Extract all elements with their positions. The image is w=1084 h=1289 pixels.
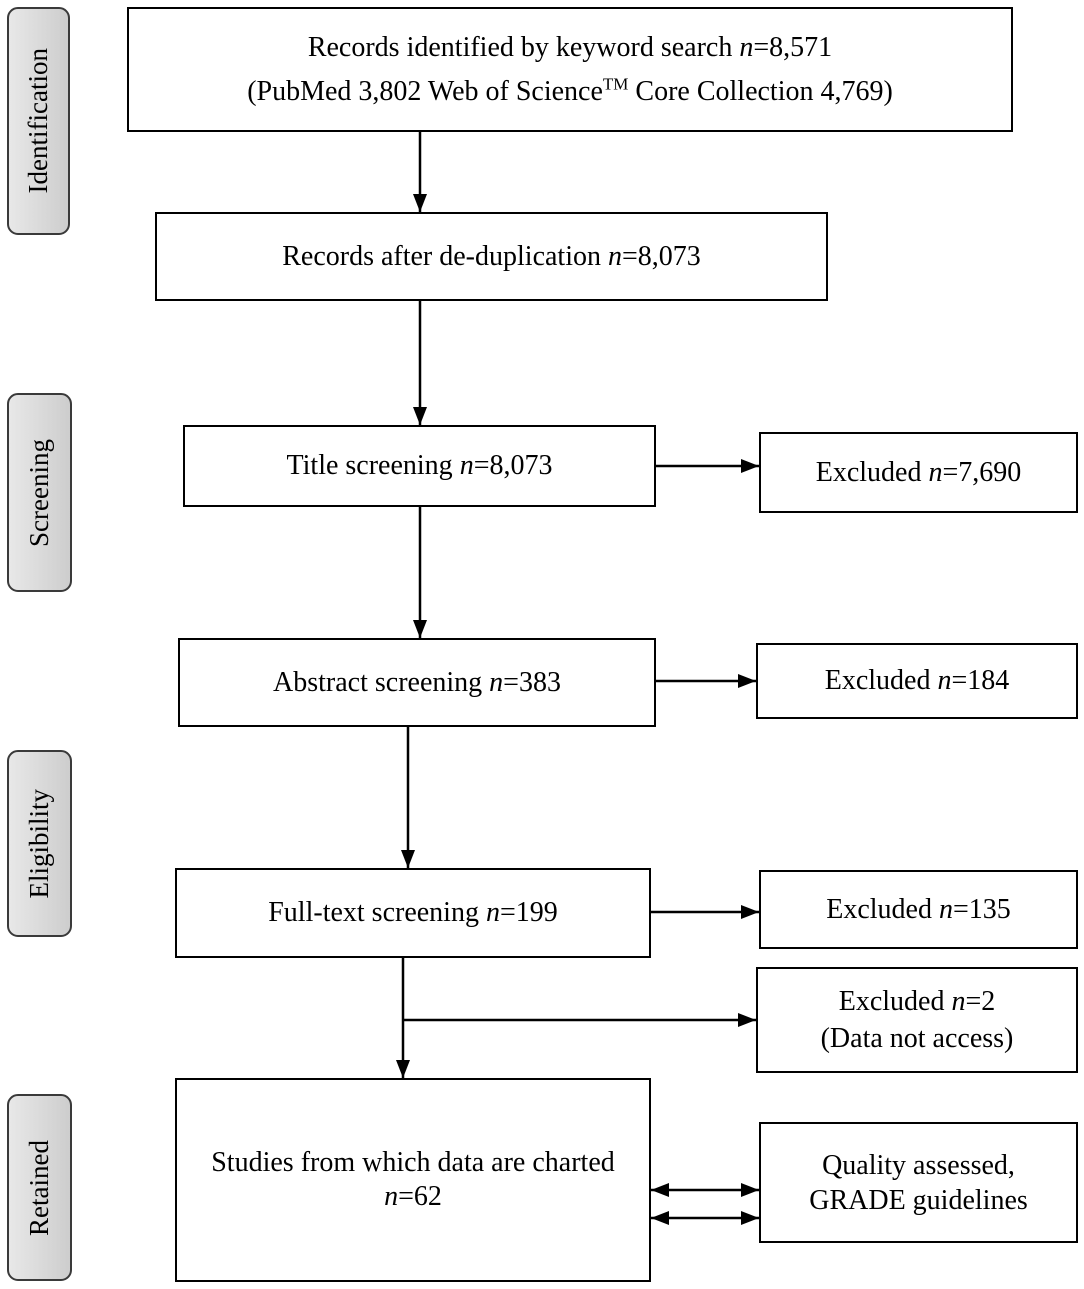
title-screening-label: Title screening bbox=[286, 450, 460, 481]
deduplication-line: Records after de-duplication n=8,073 bbox=[282, 239, 701, 275]
fulltext-excluded-line: Excluded n=135 bbox=[826, 892, 1011, 928]
deduplication-label: Records after de-duplication bbox=[282, 240, 608, 272]
records-identified-count-line: Records identified by keyword search n=8… bbox=[308, 26, 832, 70]
n-symbol: n bbox=[489, 666, 504, 698]
quality-assessment-line-2: GRADE guidelines bbox=[809, 1184, 1028, 1216]
quality-assessment-line-1: Quality assessed, bbox=[822, 1149, 1015, 1181]
fulltext-screening-box: Full-text screening n=199 bbox=[175, 868, 651, 958]
title-screening-line: Title screening n=8,073 bbox=[287, 448, 553, 484]
access-excluded-box: Excluded n=2 (Data not access) bbox=[756, 967, 1078, 1073]
fulltext-screening-label: Full-text screening bbox=[268, 897, 486, 928]
title-excluded-line: Excluded n=7,690 bbox=[816, 455, 1022, 491]
abstract-screening-count: =383 bbox=[503, 666, 561, 698]
records-identified-count: =8,571 bbox=[753, 31, 833, 63]
stage-retained: Retained bbox=[7, 1094, 72, 1281]
abstract-excluded-box: Excluded n=184 bbox=[756, 643, 1078, 719]
sources-suffix: Core Collection 4,769) bbox=[628, 75, 893, 107]
n-symbol: n bbox=[938, 893, 953, 925]
n-symbol: n bbox=[739, 31, 754, 63]
deduplication-count: =8,073 bbox=[621, 240, 701, 272]
abstract-excluded-line: Excluded n=184 bbox=[825, 663, 1010, 699]
access-excluded-label: Excluded bbox=[838, 986, 952, 1017]
n-symbol: n bbox=[384, 1181, 399, 1212]
stage-identification: Identification bbox=[7, 7, 70, 235]
stage-eligibility: Eligibility bbox=[7, 750, 72, 937]
abstract-screening-line: Abstract screening n=383 bbox=[273, 665, 561, 701]
abstract-screening-label: Abstract screening bbox=[273, 666, 490, 698]
records-identified-label: Records identified by keyword search bbox=[307, 31, 740, 63]
n-symbol: n bbox=[485, 897, 500, 928]
records-identified-sources-line: (PubMed 3,802 Web of ScienceTM Core Coll… bbox=[247, 70, 893, 114]
fulltext-excluded-box: Excluded n=135 bbox=[759, 870, 1078, 949]
title-screening-box: Title screening n=8,073 bbox=[183, 425, 656, 507]
charted-studies-label: Studies from which data are charted bbox=[211, 1147, 615, 1178]
title-excluded-box: Excluded n=7,690 bbox=[759, 432, 1078, 513]
deduplication-box: Records after de-duplication n=8,073 bbox=[155, 212, 828, 301]
title-excluded-label: Excluded bbox=[815, 456, 929, 488]
charted-studies-box: Studies from which data are charted n=62 bbox=[175, 1078, 651, 1282]
charted-studies-count: =62 bbox=[398, 1181, 442, 1212]
charted-studies-count-line: n=62 bbox=[384, 1180, 442, 1214]
fulltext-screening-line: Full-text screening n=199 bbox=[268, 895, 558, 931]
abstract-excluded-count: =184 bbox=[951, 665, 1010, 696]
sources-prefix: (PubMed 3,802 Web of Science bbox=[247, 75, 603, 107]
n-symbol: n bbox=[607, 240, 622, 272]
n-symbol: n bbox=[928, 456, 943, 488]
fulltext-screening-count: =199 bbox=[499, 897, 558, 928]
title-excluded-count: =7,690 bbox=[942, 456, 1022, 488]
fulltext-excluded-label: Excluded bbox=[826, 893, 939, 925]
n-symbol: n bbox=[459, 450, 474, 481]
n-symbol: n bbox=[937, 665, 952, 696]
n-symbol: n bbox=[951, 986, 966, 1017]
abstract-screening-box: Abstract screening n=383 bbox=[178, 638, 656, 727]
access-excluded-reason: (Data not access) bbox=[820, 1023, 1014, 1054]
access-excluded-count: =2 bbox=[965, 986, 996, 1017]
quality-assessment-box: Quality assessed, GRADE guidelines bbox=[759, 1122, 1078, 1243]
trademark-mark: TM bbox=[602, 74, 629, 94]
records-identified-box: Records identified by keyword search n=8… bbox=[127, 7, 1013, 132]
fulltext-excluded-count: =135 bbox=[952, 893, 1011, 925]
stage-screening: Screening bbox=[7, 393, 72, 592]
access-excluded-line: Excluded n=2 bbox=[839, 983, 996, 1020]
title-screening-count: =8,073 bbox=[473, 450, 553, 481]
abstract-excluded-label: Excluded bbox=[824, 665, 938, 696]
